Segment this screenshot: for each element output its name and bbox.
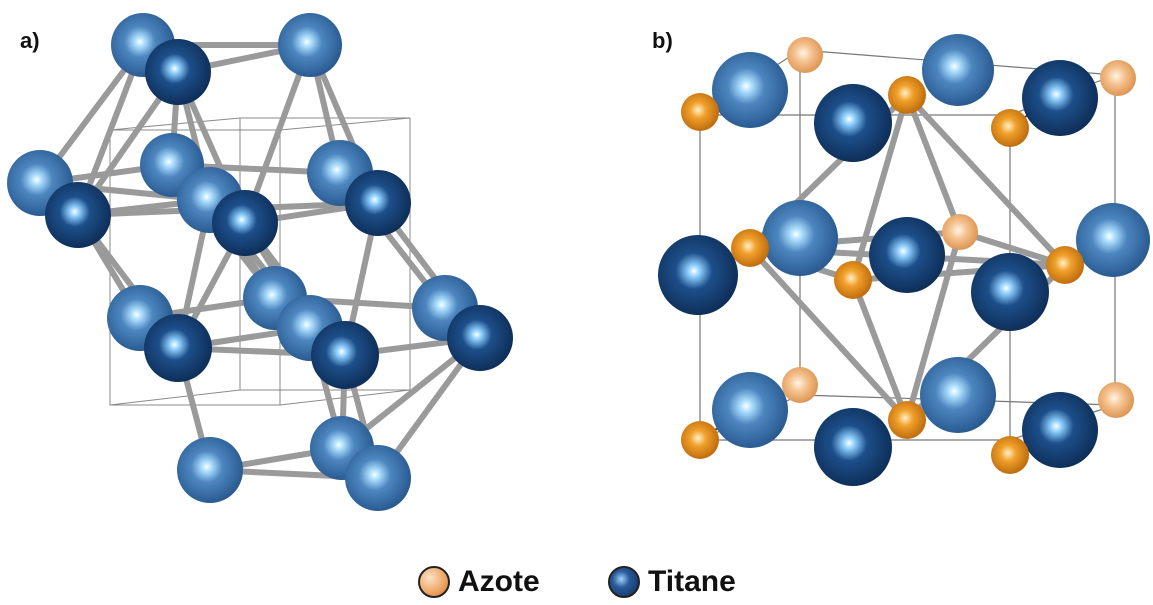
titane-atom [1076,203,1150,277]
panel-b-atoms [658,34,1150,486]
azote-atom [888,401,926,439]
azote-atom [942,214,978,250]
legend: Azote Titane [0,562,1153,602]
bond [850,92,910,283]
titane-atom [45,182,111,248]
panel-a-bonds [37,42,483,481]
panel-a-atoms [7,13,513,511]
azote-atom [681,93,719,131]
panel-a-hexagonal-titanium [7,13,513,511]
titane-swatch-icon [608,566,640,598]
bond [747,245,910,423]
azote-swatch-icon [418,566,450,598]
titane-atom [345,445,411,511]
crystal-structures-figure [7,13,1150,511]
titane-atom [922,34,994,106]
titane-atom [447,305,513,371]
bond [850,277,910,423]
azote-atom [834,261,872,299]
titane-atom [762,200,838,276]
panel-b-rocksalt-titanium-nitride [658,34,1150,486]
azote-atom [1100,60,1136,96]
legend-label-titane: Titane [648,565,736,598]
azote-atom [787,37,823,73]
titane-atom [144,314,212,382]
panel-b-label: b) [652,28,673,53]
titane-atom [869,217,945,293]
azote-atom [991,109,1029,147]
bond [904,229,963,423]
azote-atom [991,436,1029,474]
titane-atom [814,84,892,162]
titane-atom [311,321,379,389]
titane-atom [920,357,996,433]
titane-atom [278,13,342,77]
cell-edge [109,389,241,406]
azote-atom [782,367,818,403]
titane-atom [658,235,738,315]
titane-atom [712,52,788,128]
legend-item-azote: Azote [418,562,540,602]
titane-atom [971,253,1049,331]
legend-item-titane: Titane [608,562,736,602]
azote-atom [1098,382,1134,418]
azote-atom [888,76,926,114]
titane-atom [212,190,278,256]
titane-atom [814,408,892,486]
panel-a-label: a) [20,28,40,53]
azote-atom [731,229,769,267]
titane-atom [1022,60,1098,136]
bond [904,92,963,235]
bond [904,92,1068,268]
legend-label-azote: Azote [458,565,540,598]
titane-atom [1022,392,1098,468]
titane-atom [712,372,788,448]
titane-atom [145,39,211,105]
titane-atom [177,437,243,503]
azote-atom [681,421,719,459]
titane-atom [345,170,411,236]
azote-atom [1046,246,1084,284]
